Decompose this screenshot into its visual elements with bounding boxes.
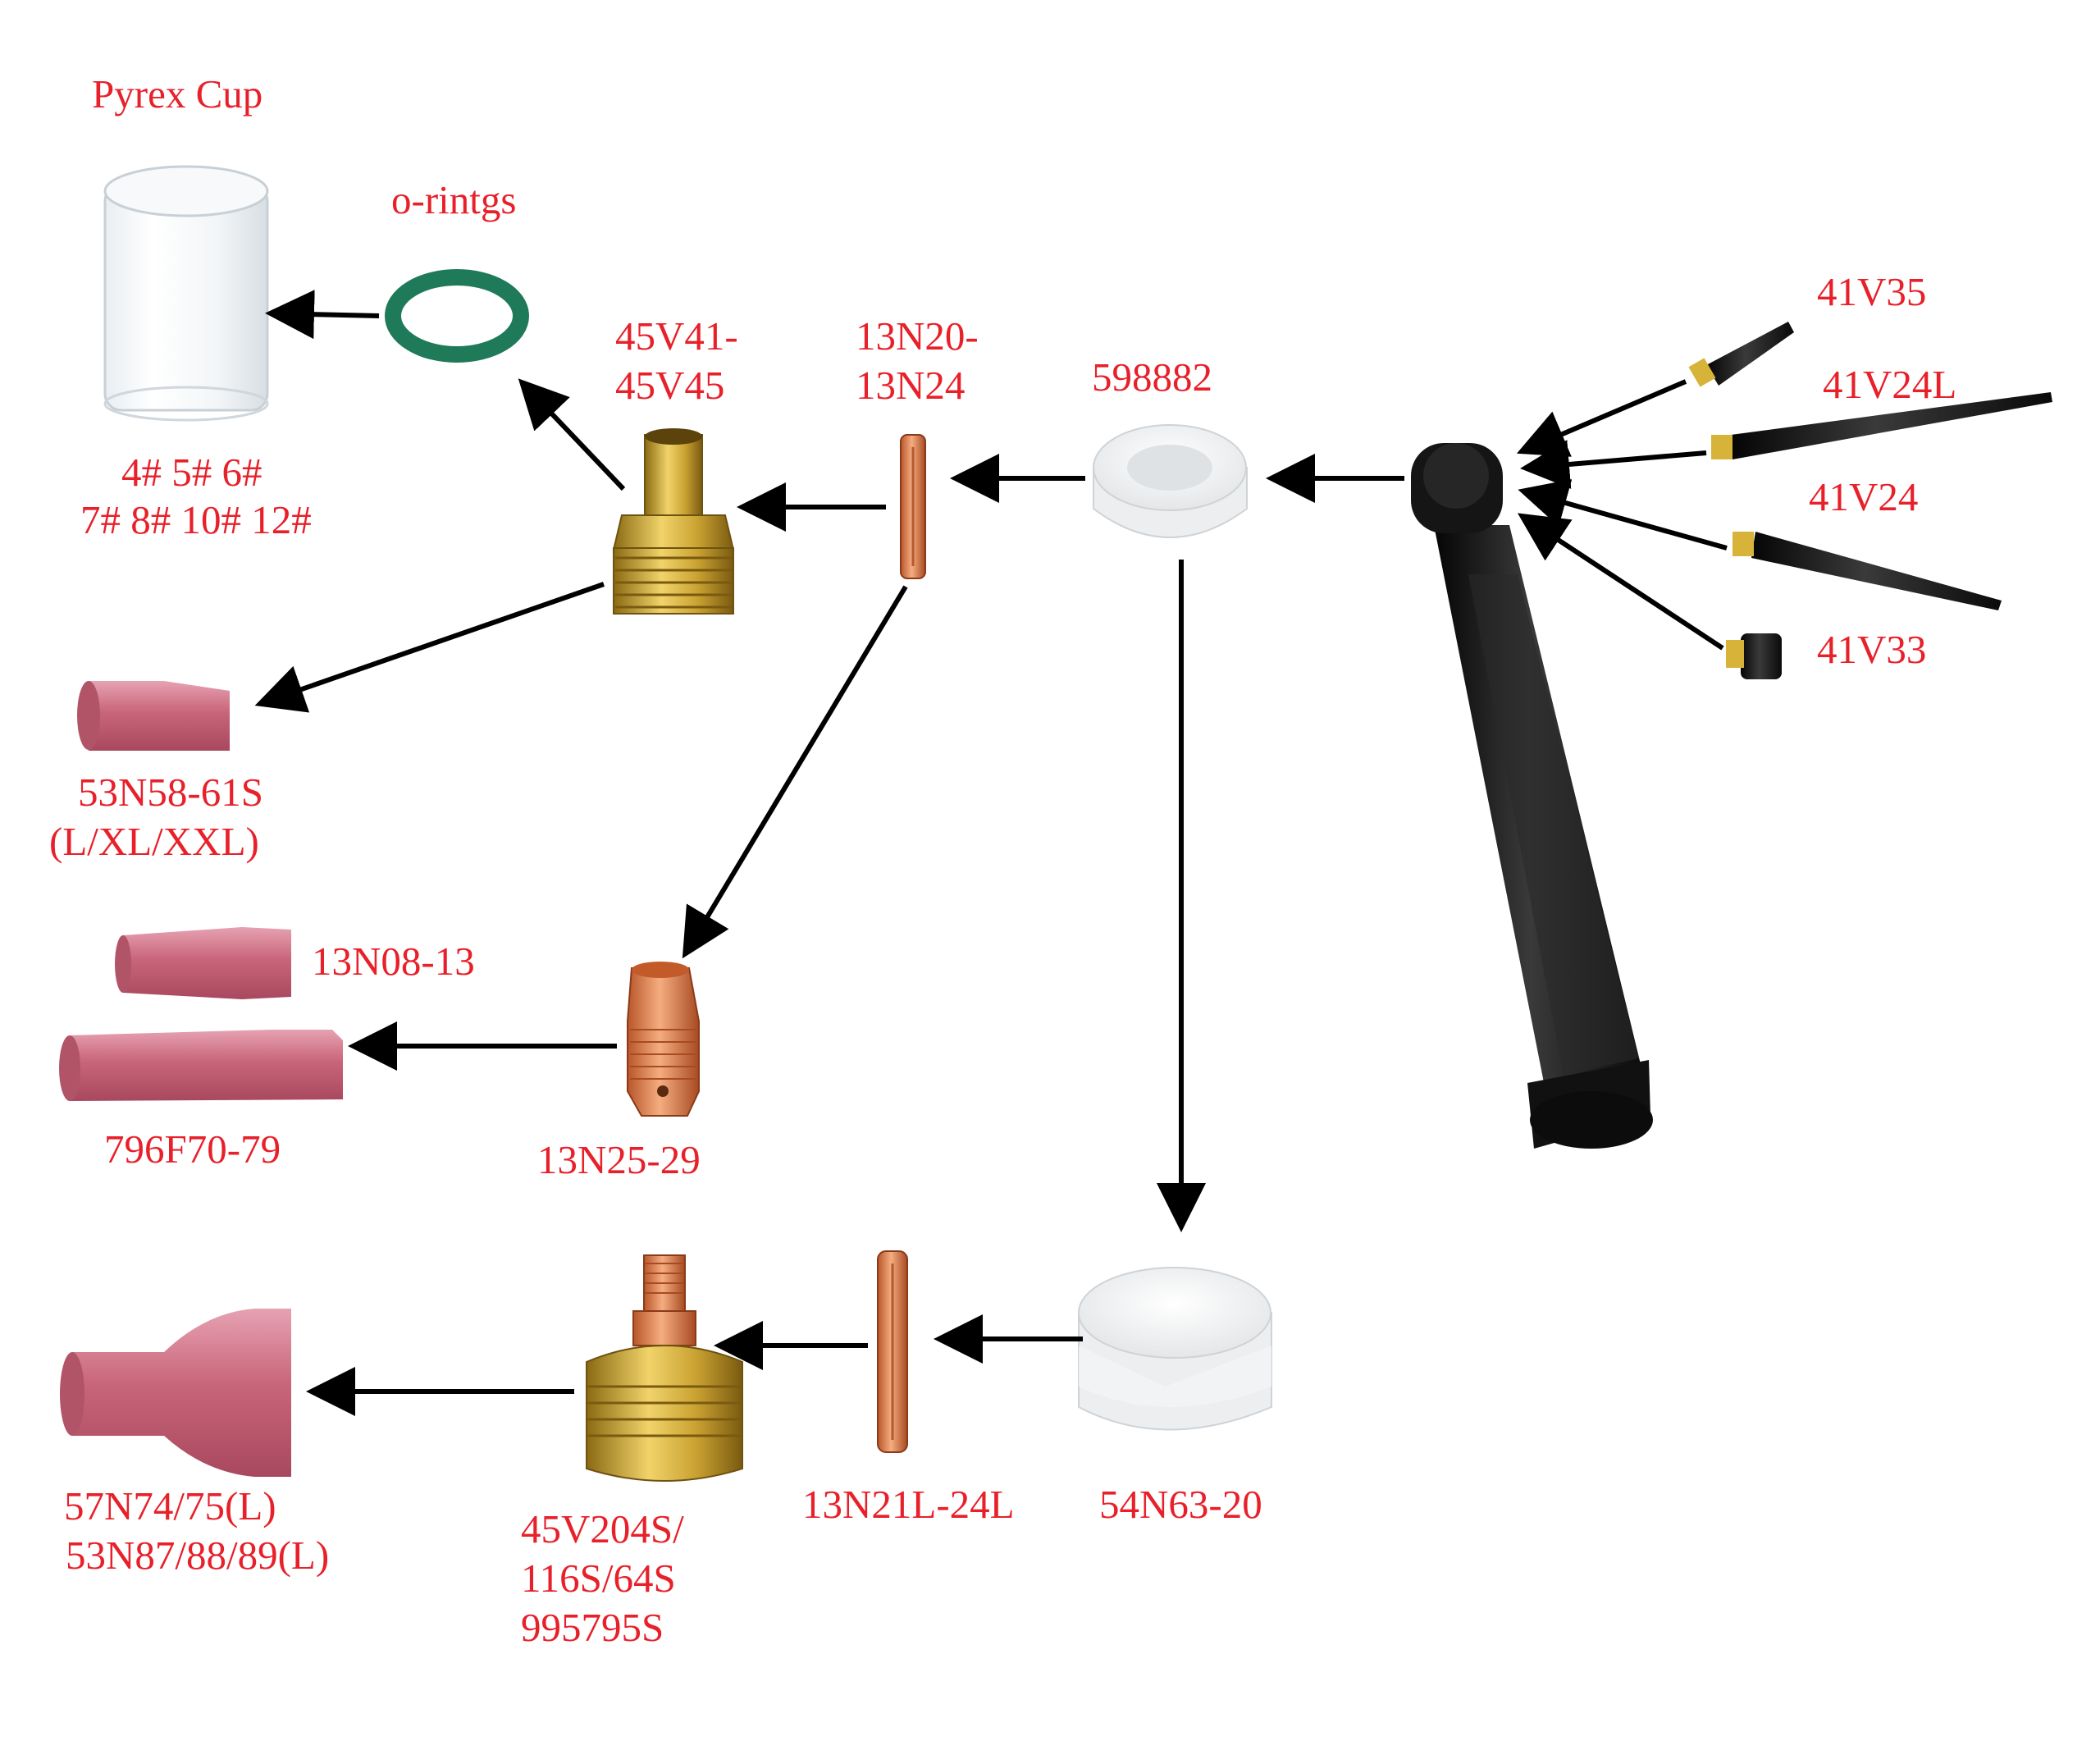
- collet-body-image: [627, 962, 700, 1117]
- label-collet-2: 13N24: [856, 363, 965, 408]
- label-back-cap-41v35: 41V35: [1817, 269, 1926, 314]
- arrow-oring-to-cup: [265, 290, 380, 340]
- back-cap-41v24-image: [1732, 532, 2002, 610]
- arrow-gaslens-to-largecup: [254, 582, 605, 713]
- label-collet-body: 13N25-29: [537, 1137, 701, 1182]
- label-nozzle-short: 13N08-13: [312, 939, 475, 984]
- label-big-cup-1: 57N74/75(L): [64, 1483, 276, 1528]
- arrow-backcap-41v24: [1518, 479, 1728, 551]
- back-cap-41v24l-image: [1711, 392, 2052, 459]
- label-large-lens-3: 995795S: [521, 1605, 664, 1650]
- label-large-insulator: 54N63-20: [1099, 1482, 1262, 1527]
- large-insulator-image: [1078, 1267, 1272, 1431]
- label-insulator: 598882: [1092, 354, 1212, 400]
- nozzle-long-image: [59, 1030, 343, 1101]
- label-long-collet: 13N21L-24L: [802, 1482, 1015, 1527]
- alumina-cup-big-image: [60, 1309, 291, 1477]
- large-gas-lens-image: [586, 1254, 743, 1482]
- label-large-cup-1: 53N58-61S: [78, 770, 263, 815]
- torch-handle-image: [1411, 443, 1653, 1149]
- label-collet-1: 13N20-: [856, 313, 979, 359]
- gas-lens-image: [612, 428, 735, 615]
- o-ring-image: [385, 269, 529, 363]
- label-pyrex-cup: Pyrex Cup: [92, 71, 262, 117]
- long-collet-image: [877, 1250, 908, 1453]
- back-cap-41v35-image: [1688, 322, 1794, 387]
- label-nozzle-long: 796F70-79: [104, 1126, 281, 1172]
- arrows: [254, 290, 1728, 1416]
- label-gas-lens-1: 45V41-: [615, 313, 738, 359]
- alumina-cup-large-image: [77, 681, 230, 751]
- collet-image: [900, 434, 926, 579]
- arrow-collet-to-colletbody: [682, 585, 908, 959]
- label-large-cup-2: (L/XL/XXL): [49, 819, 259, 864]
- label-back-cap-41v24: 41V24: [1809, 474, 1918, 519]
- arrow-backcap-41v33: [1517, 513, 1724, 651]
- label-big-cup-2: 53N87/88/89(L): [66, 1533, 329, 1578]
- label-large-lens-2: 116S/64S: [521, 1556, 676, 1601]
- back-cap-41v33-image: [1726, 633, 1782, 679]
- label-gas-lens-2: 45V45: [615, 363, 724, 408]
- label-back-cap-41v33: 41V33: [1817, 627, 1926, 672]
- label-cup-sizes-1: 4# 5# 6#: [121, 450, 262, 495]
- pyrex-cup-image: [103, 165, 269, 422]
- label-back-cap-41v24l: 41V24L: [1823, 362, 1956, 407]
- label-cup-sizes-2: 7# 8# 10# 12#: [80, 497, 312, 542]
- arrow-backcap-41v24l: [1520, 440, 1707, 489]
- nozzle-short-image: [115, 927, 291, 999]
- label-o-rings: o-rintgs: [391, 177, 516, 222]
- label-large-lens-1: 45V204S/: [521, 1506, 684, 1551]
- arrow-gaslens-to-oring: [518, 378, 626, 491]
- insulator-image: [1093, 424, 1248, 538]
- arrow-backcap-41v35: [1516, 379, 1687, 457]
